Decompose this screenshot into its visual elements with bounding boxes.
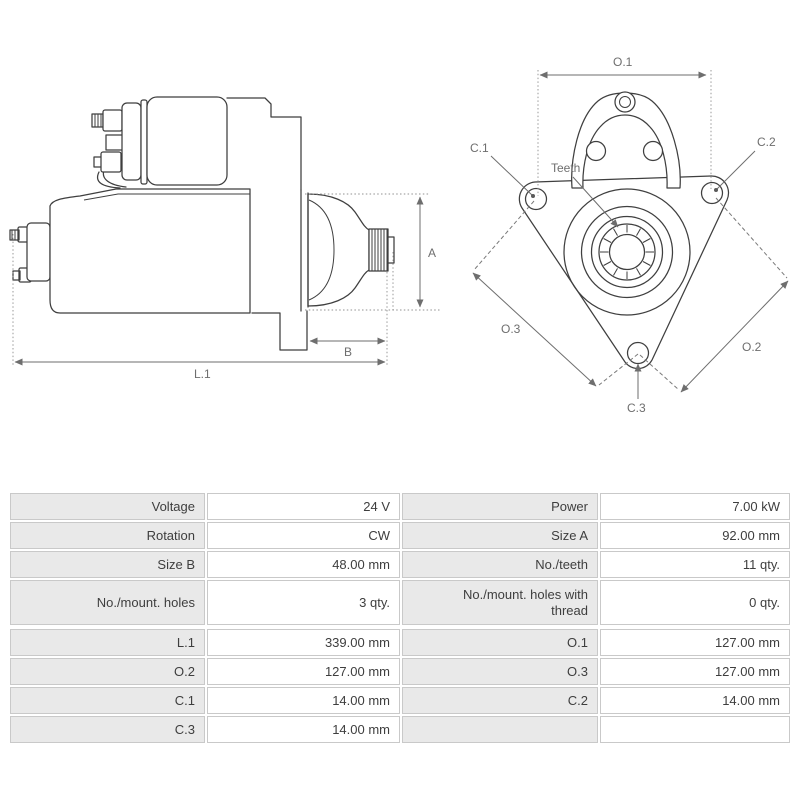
arch-right-hole bbox=[642, 140, 664, 162]
ext-dash-o2-bottom bbox=[639, 354, 680, 391]
spec-row: Rotation CW Size A 92.00 mm bbox=[10, 522, 790, 549]
spec-label-cell: Power bbox=[402, 493, 598, 520]
spec-label-cell: No./teeth bbox=[402, 551, 598, 578]
spec-value-cell: 127.00 mm bbox=[600, 629, 790, 656]
spec-label-cell: Size A bbox=[402, 522, 598, 549]
spec-value-cell: 11 qty. bbox=[600, 551, 790, 578]
front-view-flange-drawing: O.1 C.1 C.2 Teeth O.3 O.2 C.3 bbox=[470, 55, 789, 415]
spec-label-cell: Voltage bbox=[10, 493, 205, 520]
leader-c2 bbox=[715, 150, 756, 191]
spec-value-cell: 127.00 mm bbox=[207, 658, 400, 685]
dim-label-c1: C.1 bbox=[470, 141, 489, 155]
dim-label-o2: O.2 bbox=[742, 340, 762, 354]
spec-value-cell: 339.00 mm bbox=[207, 629, 400, 656]
spec-row: O.2 127.00 mm O.3 127.00 mm bbox=[10, 658, 790, 685]
spec-row: No./mount. holes 3 qty. No./mount. holes… bbox=[10, 580, 790, 625]
spec-label-cell: Rotation bbox=[10, 522, 205, 549]
mount-hole-c2 bbox=[700, 181, 724, 205]
gear-teeth bbox=[600, 225, 654, 279]
spec-label-cell: C.2 bbox=[402, 687, 598, 714]
dim-label-c3: C.3 bbox=[627, 401, 646, 415]
dim-line-o3 bbox=[472, 272, 597, 387]
spec-value-cell: CW bbox=[207, 522, 400, 549]
spec-label-cell: L.1 bbox=[10, 629, 205, 656]
spec-label-cell: C.1 bbox=[10, 687, 205, 714]
spec-label-cell bbox=[402, 716, 598, 743]
spec-label-cell: C.3 bbox=[10, 716, 205, 743]
spec-label-cell: O.2 bbox=[10, 658, 205, 685]
spec-label-cell: No./mount. holes bbox=[10, 580, 205, 625]
spec-value-cell: 24 V bbox=[207, 493, 400, 520]
leader-c1 bbox=[490, 155, 534, 197]
dim-label-o3: O.3 bbox=[501, 322, 521, 336]
dim-label-a: A bbox=[428, 246, 436, 260]
spec-row: C.1 14.00 mm C.2 14.00 mm bbox=[10, 687, 790, 714]
dim-line-o2 bbox=[680, 280, 789, 393]
spec-label-cell: Size B bbox=[10, 551, 205, 578]
spec-row: Voltage 24 V Power 7.00 kW bbox=[10, 493, 790, 520]
ext-dash-o3-top bbox=[473, 200, 535, 271]
spec-value-cell: 7.00 kW bbox=[600, 493, 790, 520]
spec-value-cell: 0 qty. bbox=[600, 580, 790, 625]
spec-value-cell bbox=[600, 716, 790, 743]
spec-value-cell: 14.00 mm bbox=[600, 687, 790, 714]
spec-value-cell: 48.00 mm bbox=[207, 551, 400, 578]
spec-value-cell: 14.00 mm bbox=[207, 687, 400, 714]
spec-label-cell: O.1 bbox=[402, 629, 598, 656]
spec-label-cell: O.3 bbox=[402, 658, 598, 685]
ext-dash-o3-bottom bbox=[598, 353, 639, 386]
spec-row: Size B 48.00 mm No./teeth 11 qty. bbox=[10, 551, 790, 578]
spec-value-cell: 14.00 mm bbox=[207, 716, 400, 743]
arch-left-hole bbox=[585, 140, 607, 162]
dim-label-l1: L.1 bbox=[194, 367, 211, 381]
spec-label-cell: No./mount. holes with thread bbox=[402, 580, 598, 625]
leader-teeth bbox=[572, 176, 619, 228]
spec-table: Voltage 24 V Power 7.00 kW Rotation CW S… bbox=[10, 493, 790, 743]
dim-label-o1: O.1 bbox=[613, 55, 633, 69]
spec-row: L.1 339.00 mm O.1 127.00 mm bbox=[10, 629, 790, 656]
dim-label-teeth: Teeth bbox=[551, 161, 580, 175]
dim-label-b: B bbox=[344, 345, 352, 359]
spec-value-cell: 92.00 mm bbox=[600, 522, 790, 549]
spec-row: C.3 14.00 mm bbox=[10, 716, 790, 743]
dim-label-c2: C.2 bbox=[757, 135, 776, 149]
side-view-starter-drawing: A B L.1 bbox=[9, 96, 440, 381]
technical-drawing: A B L.1 bbox=[9, 55, 789, 415]
ext-dash-o2-top bbox=[715, 197, 788, 279]
spec-value-cell: 127.00 mm bbox=[600, 658, 790, 685]
arch-top-eyelet bbox=[614, 91, 636, 113]
spec-value-cell: 3 qty. bbox=[207, 580, 400, 625]
